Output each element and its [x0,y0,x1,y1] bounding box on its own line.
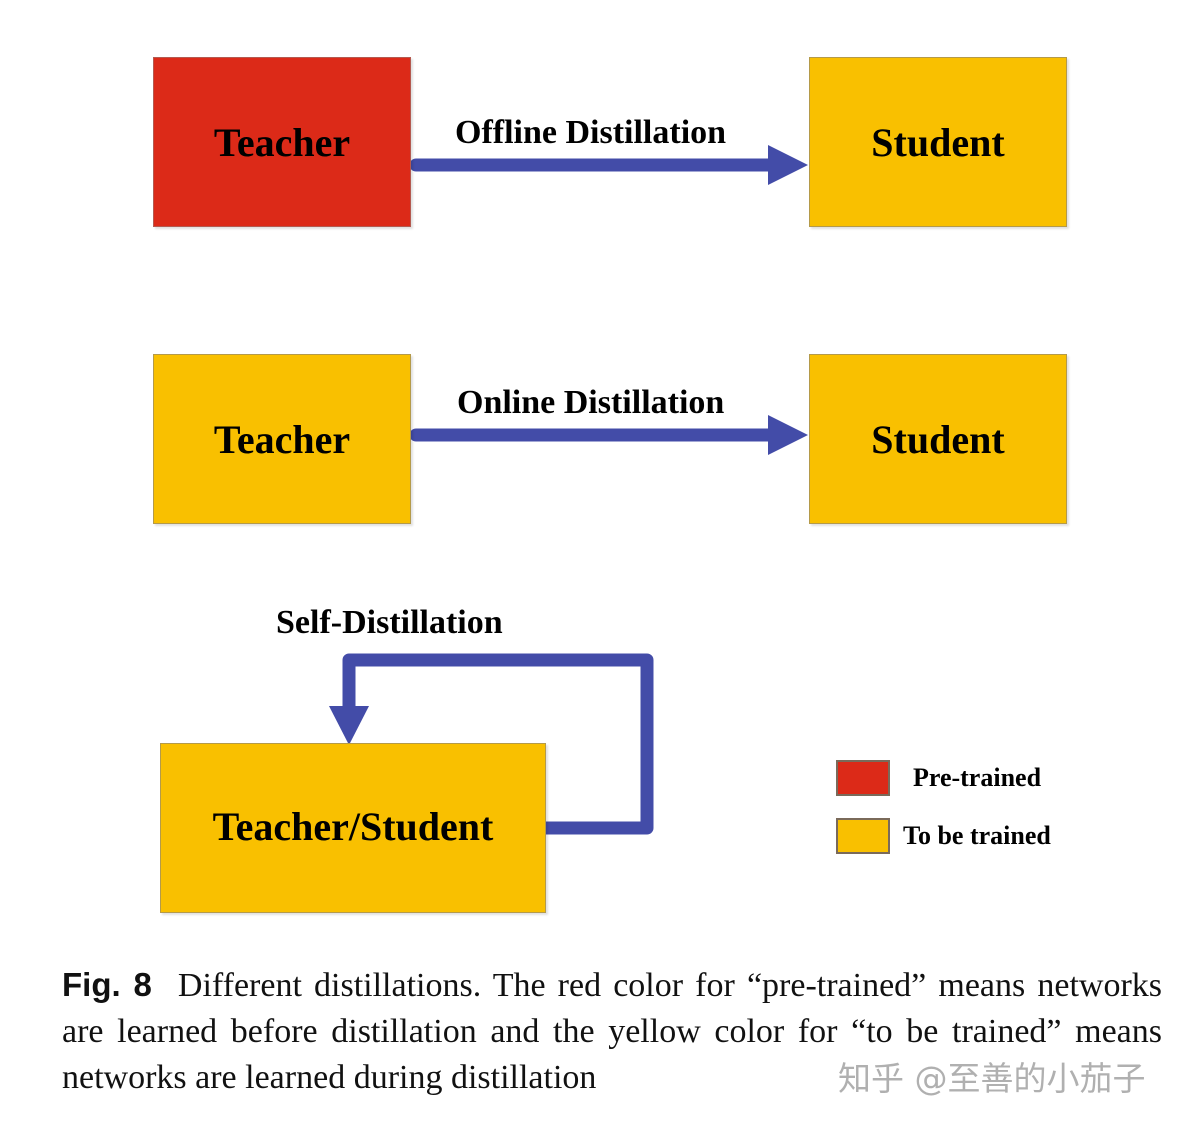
legend-swatch-pretrained [836,760,890,796]
student-node-online: Student [809,354,1067,524]
figure-number: Fig. 8 [62,966,152,1003]
figure-caption: Fig. 8 Different distillations. The red … [62,962,1162,1101]
self-loop-arrow [329,653,654,835]
teacher-node-online: Teacher [153,354,411,524]
student-label: Student [871,416,1005,462]
self-distillation-label: Self-Distillation [276,604,503,641]
legend-label-pretrained: Pre-trained [913,763,1042,792]
student-label: Student [871,119,1005,165]
teacher-student-node: Teacher/Student [160,743,546,913]
teacher-label: Teacher [213,119,351,165]
offline-distillation-label: Offline Distillation [455,114,727,151]
offline-arrow [409,145,808,185]
legend-label-to-be-trained: To be trained [903,821,1051,850]
online-arrow [409,415,808,455]
teacher-node-offline: Teacher [153,57,411,227]
teacher-label: Teacher [213,416,351,462]
teacher-student-label: Teacher/Student [212,803,494,849]
watermark: 知乎 @至善的小茄子 [838,1059,1146,1098]
legend-swatch-to-be-trained [836,818,890,854]
student-node-offline: Student [809,57,1067,227]
caption-text: Different distillations. The red color f… [62,967,1162,1096]
online-distillation-label: Online Distillation [457,384,725,421]
